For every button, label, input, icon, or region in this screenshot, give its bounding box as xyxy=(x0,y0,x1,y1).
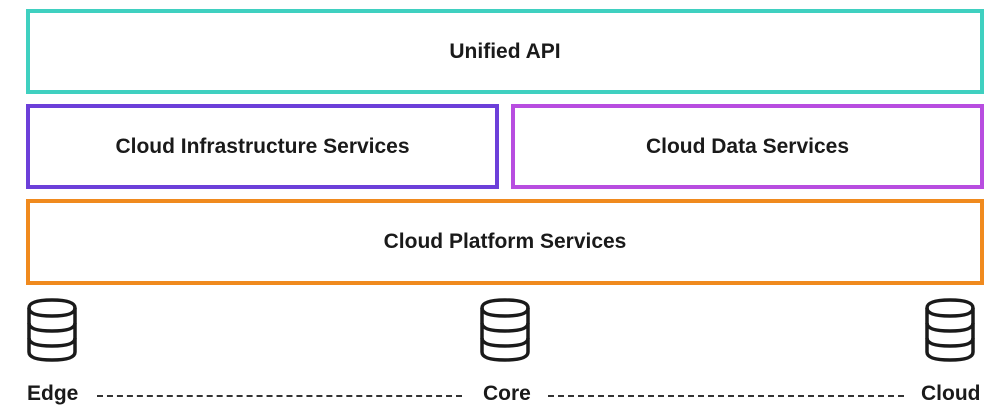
cloud-label: Cloud xyxy=(921,382,981,405)
edge-label: Edge xyxy=(27,382,79,405)
cloud-infrastructure-services-label: Cloud Infrastructure Services xyxy=(115,134,410,158)
core-cloud-dashed-connector xyxy=(548,395,904,397)
cloud-platform-services-label: Cloud Platform Services xyxy=(383,230,627,253)
cloud-data-services-layer: Cloud Data Services xyxy=(511,104,984,189)
cloud-platform-services-layer: Cloud Platform Services xyxy=(26,199,984,285)
cloud-database-icon xyxy=(925,298,975,362)
core-database-icon xyxy=(480,298,530,362)
unified-api-layer: Unified API xyxy=(26,9,984,94)
edge-database-icon xyxy=(27,298,77,362)
unified-api-label: Unified API xyxy=(449,39,561,63)
cloud-infrastructure-services-layer: Cloud Infrastructure Services xyxy=(26,104,499,189)
edge-core-dashed-connector xyxy=(97,395,462,397)
core-label: Core xyxy=(483,382,531,405)
cloud-data-services-label: Cloud Data Services xyxy=(645,134,850,158)
